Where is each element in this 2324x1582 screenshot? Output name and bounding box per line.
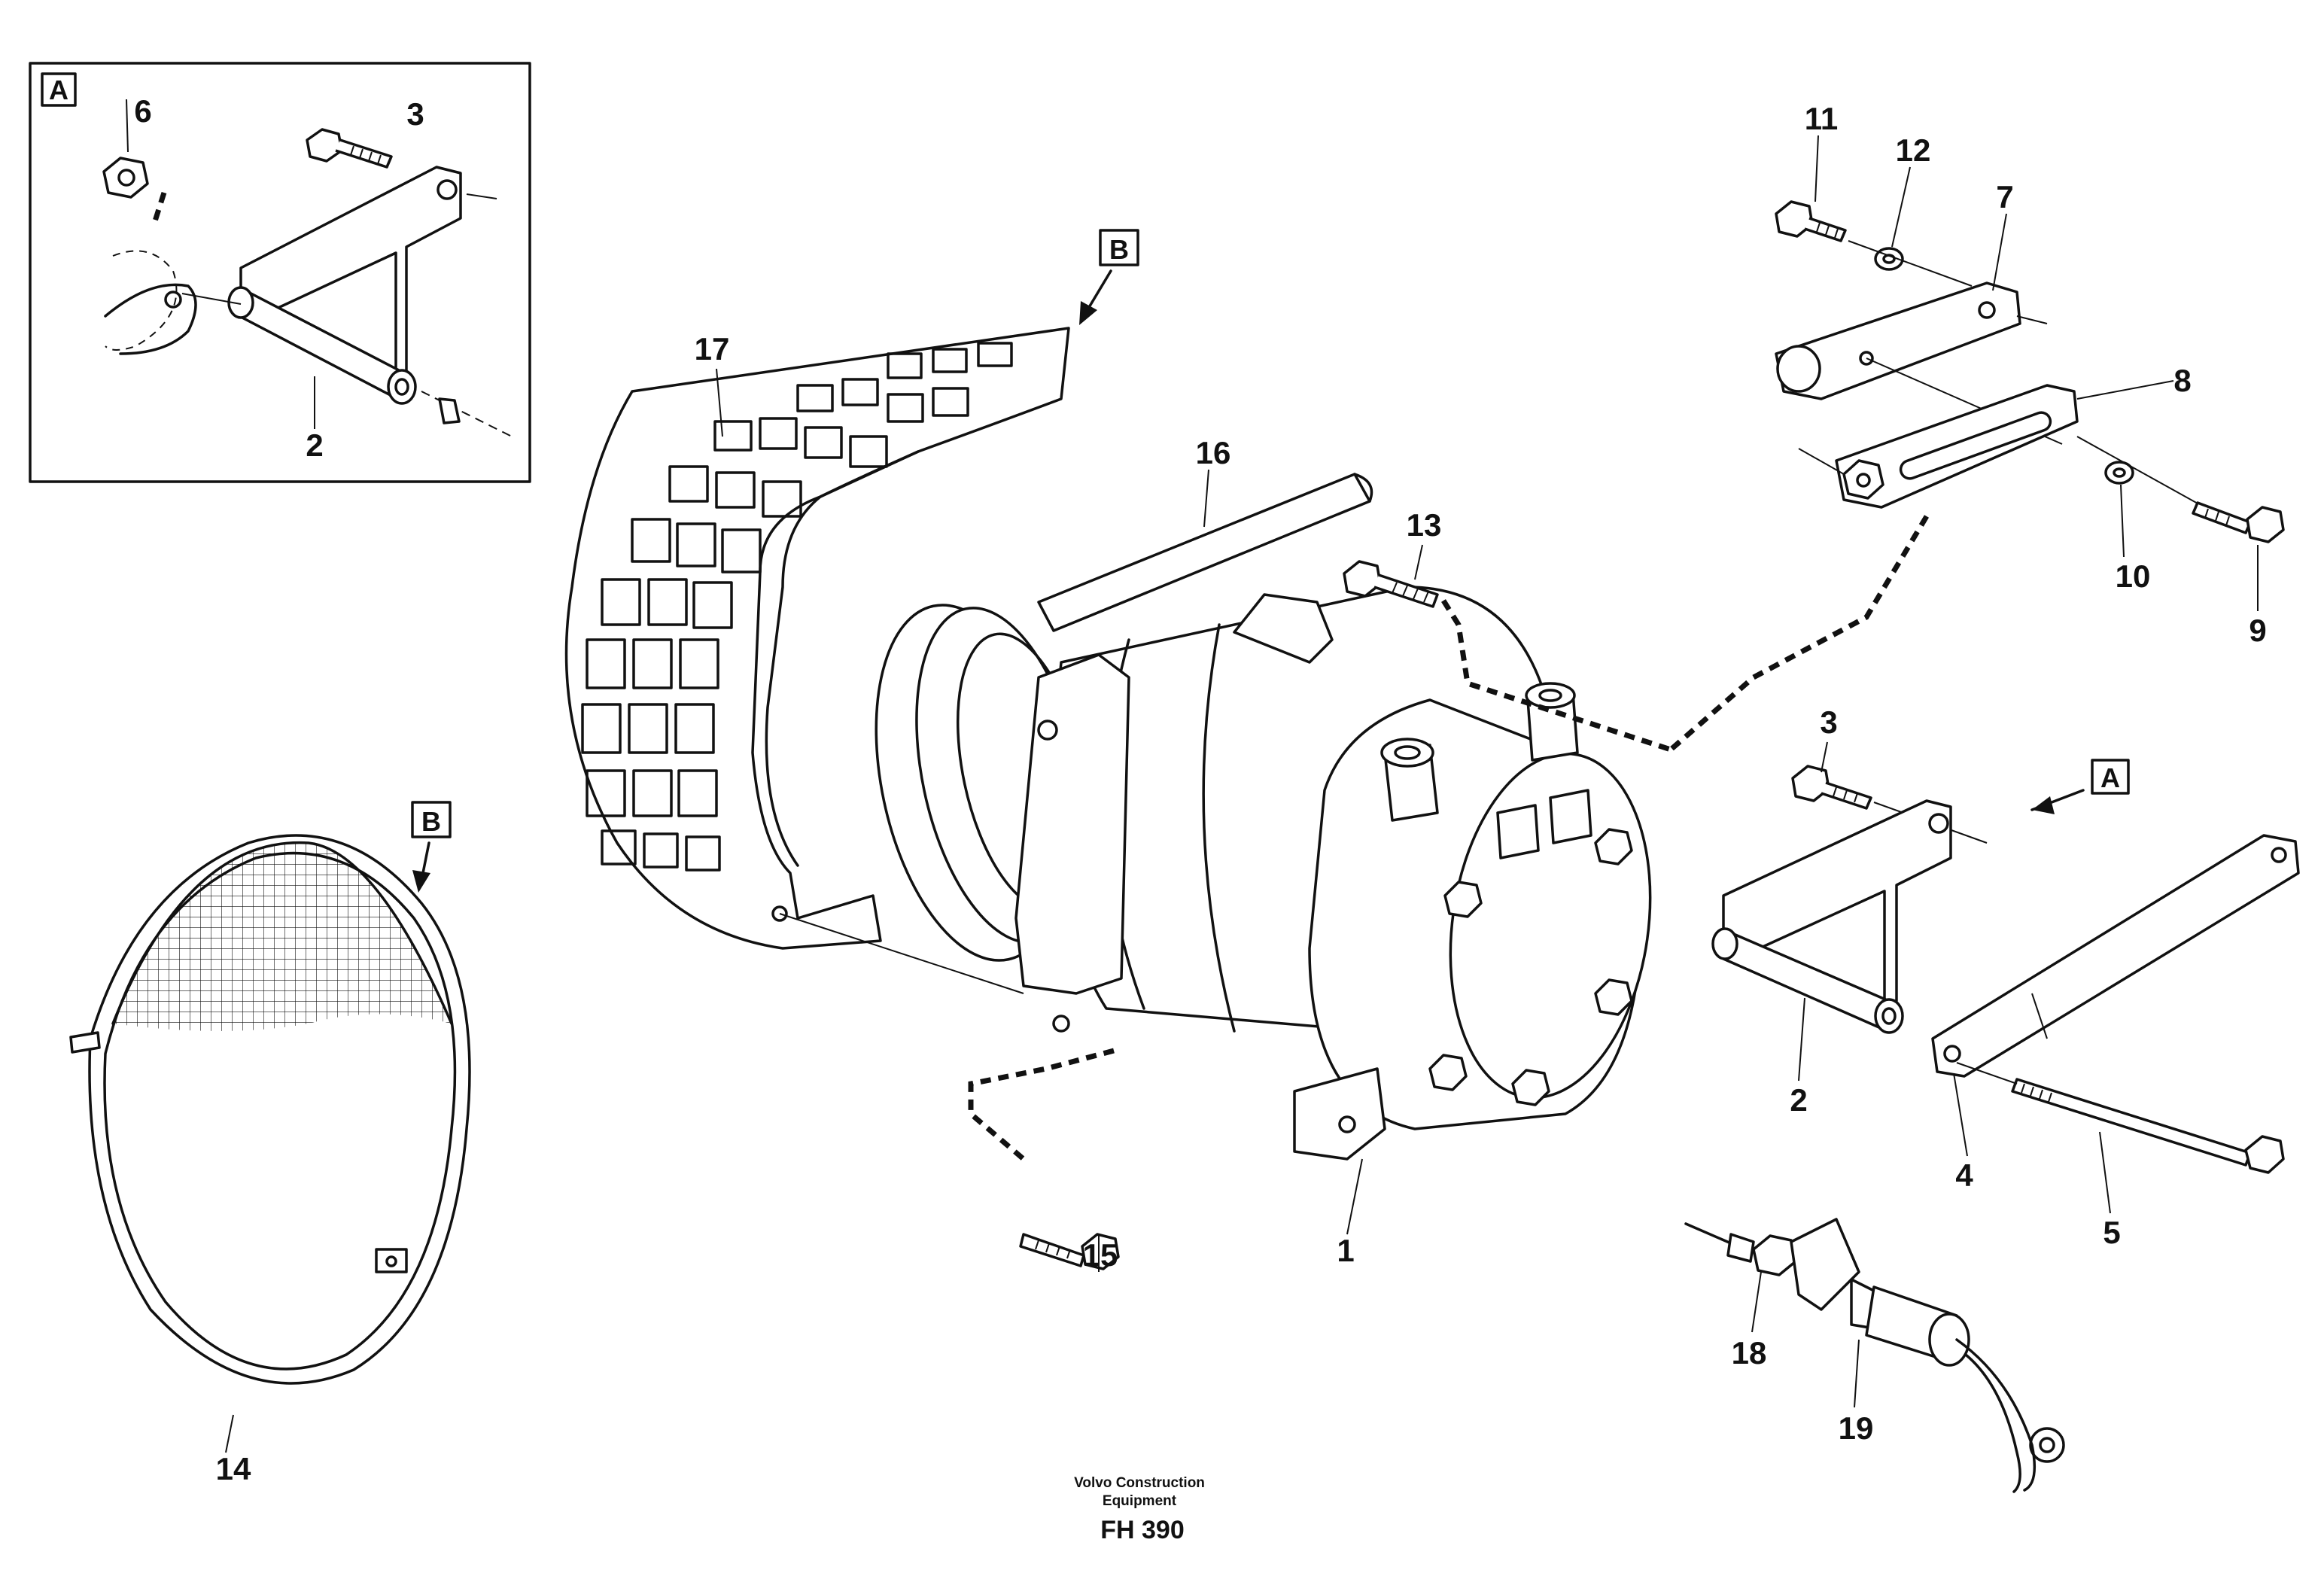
tag-a [2091,759,2130,795]
callout-10: 10 [2116,558,2151,594]
tag-b-ring: B [411,801,452,893]
footer: Volvo Construction Equipment FH 390 [1074,1475,1205,1544]
cap-bolts [1428,828,1633,1106]
bolt-icon [306,128,393,169]
detail-a-inset: A 6 [29,62,531,483]
tag-b-ring-label: B [421,806,441,837]
callout-11: 11 [1805,101,1838,136]
callout-4: 4 [1955,1158,1973,1193]
detail-a-tag [41,72,77,107]
drive-belt [1037,473,1373,632]
pin-icon [227,286,417,405]
belt-guard [564,327,1070,994]
lower-bracket-assembly: A [1711,759,2300,1174]
detail-a-tag-label: A [49,75,68,105]
callout-18: 18 [1732,1335,1767,1371]
mesh-guard-ring [69,834,471,1453]
bracket-icon [239,166,497,378]
callout-8: 8 [2173,363,2191,398]
tag-b-top: B [1079,229,1139,325]
callout-12: 12 [1896,132,1931,168]
brand-line-1: Volvo Construction [1074,1475,1205,1491]
callout-15: 15 [1083,1237,1118,1273]
callout-1: 1 [1337,1233,1354,1268]
callout-3: 3 [1820,704,1837,740]
callout-2-detail: 2 [306,427,323,463]
callout-17: 17 [695,331,730,367]
compressor [875,586,1652,1235]
pressure-switch [1684,1218,2065,1493]
tag-b-top-label: B [1109,234,1129,265]
callout-16: 16 [1196,435,1231,470]
callout-7: 7 [1996,179,2013,214]
callout-9: 9 [2249,613,2266,648]
detail-a-frame [29,62,531,483]
bolt-13-icon [1343,560,1672,753]
tag-a-label: A [2100,762,2120,793]
bolt-15-icon [968,1048,1120,1270]
callout-2: 2 [1790,1082,1807,1118]
callout-3-detail: 3 [406,96,424,132]
callout-14: 14 [216,1451,251,1486]
model-label: FH 390 [1100,1516,1185,1544]
callout-5: 5 [2103,1215,2120,1250]
callout-19: 19 [1839,1410,1874,1446]
callout-13: 13 [1407,507,1442,543]
callout-6: 6 [134,93,151,129]
nut-icon [102,157,149,199]
guard-windows [581,342,1013,872]
callouts: 17 16 13 11 12 7 8 10 9 3 2 4 5 1 15 18 … [216,101,2267,1486]
tension-bracket [1668,200,2285,752]
brand-line-2: Equipment [1103,1493,1177,1509]
leader-lines [716,135,2259,1272]
